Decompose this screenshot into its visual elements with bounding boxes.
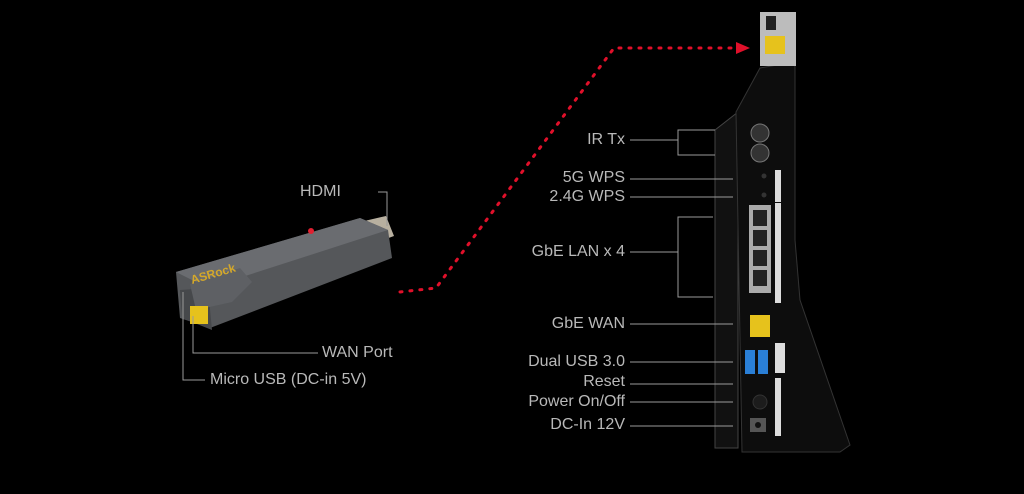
stick-callout-lines [182,191,388,381]
hdmi-stick: ASRock [176,216,394,330]
gbe-lan-label: GbE LAN x 4 [531,243,625,260]
micro-usb-label: Micro USB (DC-in 5V) [210,371,367,388]
power-label: Power On/Off [528,393,625,410]
dual-usb-label: Dual USB 3.0 [528,353,625,370]
dc-in-label: DC-In 12V [550,416,625,433]
router-callout-lines [630,129,733,427]
24g-wps-label: 2.4G WPS [549,188,625,205]
5g-wps-label: 5G WPS [562,169,625,186]
red-dotted-arrow [398,42,750,294]
ir-tx-label: IR Tx [587,131,625,148]
reset-label: Reset [583,373,625,390]
hdmi-label: HDMI [300,183,341,200]
router [714,12,851,453]
wan-port-label: WAN Port [322,344,393,361]
gbe-wan-label: GbE WAN [551,315,625,332]
